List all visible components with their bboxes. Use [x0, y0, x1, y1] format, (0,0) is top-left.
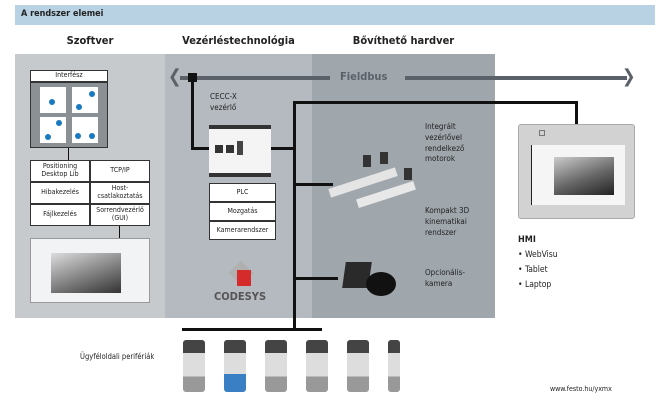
peripherals-images: [183, 340, 400, 392]
camera-image: [340, 258, 400, 298]
linear-motion-icon: [72, 87, 98, 113]
path-motion-icon: [72, 117, 98, 143]
label-line: rendszer: [425, 227, 457, 237]
fieldbus-label: Fieldbus: [340, 70, 388, 83]
peripheral-image: [265, 340, 287, 392]
cecc-x-controller-image: [209, 125, 271, 177]
interface-graphic: [30, 82, 108, 148]
connector-line: [293, 183, 333, 186]
hmi-item: • Laptop: [518, 280, 552, 290]
software-screenshot: [30, 238, 150, 303]
section-header: A rendszer elemei: [15, 5, 655, 25]
connector-line: [293, 101, 296, 331]
connector-line: [293, 277, 338, 280]
fieldbus-line-right: [405, 76, 627, 80]
label-line: Opcionális-: [425, 268, 465, 277]
hmi-item: • WebVisu: [518, 250, 558, 260]
hmi-panel-image: [518, 124, 635, 219]
software-features-table: Positioning Desktop Lib TCP/IP Hibakezel…: [30, 160, 150, 226]
rotary-motion-icon: [40, 87, 66, 113]
controller-title-line: vezérlő: [210, 102, 237, 112]
peripheral-image: [306, 340, 328, 392]
feature-cell: Positioning Desktop Lib: [30, 160, 90, 182]
connector-line: [575, 101, 578, 124]
feature-cell: Fájlkezelés: [30, 204, 90, 226]
function-camera: Kamerarendszer: [209, 221, 276, 240]
codesys-logo-text: CODESYS: [214, 290, 267, 303]
connector-line: [268, 147, 296, 150]
feature-cell: Host-csatlakoztatás: [90, 182, 150, 204]
feature-cell: Sorrendvezérlő (GUI): [90, 204, 150, 226]
controller-title-line: CECC-X: [210, 92, 237, 101]
hmi-title: HMI: [518, 235, 536, 245]
peripheral-image: [347, 340, 369, 392]
label-line: motorok: [425, 154, 455, 164]
label-line: kamera: [425, 278, 453, 288]
connector-line: [293, 101, 578, 104]
connector-line: [182, 328, 322, 331]
controller-functions: PLC Mozgatás Kamerarendszer: [209, 183, 276, 240]
function-plc: PLC: [209, 183, 276, 202]
function-motion: Mozgatás: [209, 202, 276, 221]
footer-url[interactable]: www.festo.hu/yxmx: [550, 385, 612, 393]
label-line: rendelkező: [425, 143, 465, 153]
interface-title: Interfész: [30, 70, 108, 82]
label-line: Kompakt 3D: [425, 206, 470, 215]
column-heading-control: Vezérléstechnológia: [182, 34, 295, 47]
arrow-right-icon: ❯: [622, 66, 636, 87]
arc-motion-icon: [40, 117, 66, 143]
hmi-item-label: Tablet: [524, 265, 548, 275]
hmi-item: • Tablet: [518, 265, 548, 275]
column-heading-software: Szoftver: [66, 34, 114, 47]
peripherals-label: Ügyféloldali perifériák: [80, 352, 155, 361]
connector-line: [191, 147, 211, 150]
kinematics-system-image: [328, 150, 418, 210]
arrow-left-icon: ❮: [168, 66, 182, 87]
connector-line: [68, 148, 69, 160]
label-line: Integrált: [425, 122, 456, 131]
fieldbus-line-left: [180, 76, 330, 80]
codesys-logo-icon: [224, 260, 258, 290]
fieldbus-junction: [188, 73, 197, 82]
hmi-list: • WebVisu • Tablet • Laptop: [518, 248, 558, 293]
hmi-item-label: Laptop: [524, 280, 552, 290]
connector-line: [191, 80, 194, 150]
camera-label: Opcionális-kamera: [425, 268, 465, 290]
hmi-item-label: WebVisu: [524, 250, 558, 260]
connector-line: [119, 226, 120, 238]
feature-cell: TCP/IP: [90, 160, 150, 182]
peripheral-image: [388, 340, 400, 392]
feature-cell: Hibakezelés: [30, 182, 90, 204]
label-line: kinematikai: [425, 216, 467, 226]
label-line: vezérlővel: [425, 132, 462, 142]
peripheral-image: [224, 340, 246, 392]
peripheral-image: [183, 340, 205, 392]
column-heading-hardware: Bővíthető hardver: [352, 34, 455, 47]
